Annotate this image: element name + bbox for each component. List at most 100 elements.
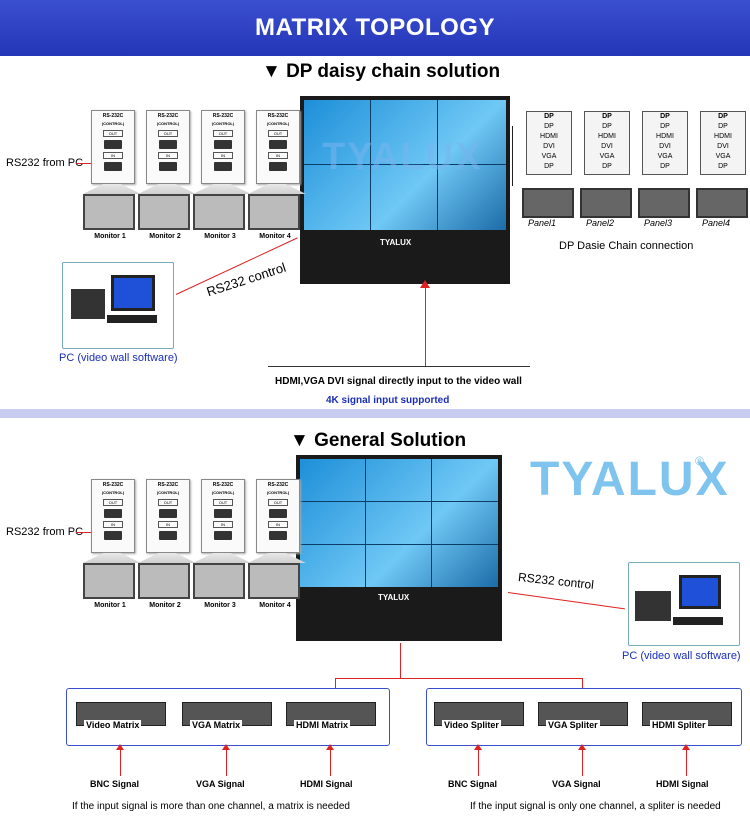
monitor-screen [83, 563, 135, 599]
monitor-label: Monitor 2 [149, 602, 181, 609]
rs232-port-icon [104, 531, 122, 540]
wall-brand: TYALUX [380, 238, 412, 247]
pc-monitor-icon [111, 275, 155, 311]
matrix-feed-line [335, 678, 336, 688]
signal-label: VGA Signal [196, 779, 245, 789]
rs232-out-label: OUT [103, 499, 123, 506]
rs232-port-icon [159, 531, 177, 540]
rs232-port-icon [159, 509, 177, 518]
signal-label: HDMI Signal [300, 779, 353, 789]
rs232-box-sub: (CONTROL) [266, 490, 290, 495]
dp-box-label: HDMI [540, 133, 558, 140]
device-label: VGA Matrix [190, 720, 243, 730]
panel-label: Panel4 [702, 218, 731, 228]
rs232-out-label: OUT [158, 499, 178, 506]
rs232-box-title: RS-232C [102, 482, 124, 488]
pc-tower-icon [635, 591, 671, 621]
dp-box-label: DVI [543, 143, 555, 150]
dp-box-label: VGA [599, 153, 615, 160]
dp-box-label: DP [544, 163, 554, 170]
bezel [365, 459, 366, 587]
monitor-label: Monitor 2 [149, 233, 181, 240]
rs232-out-label: OUT [213, 499, 233, 506]
signal-underline [268, 366, 530, 367]
signal-beam [138, 184, 196, 194]
signal-line [120, 748, 121, 776]
rs232-box-title: RS-232C [157, 113, 179, 119]
rs232-port-icon [214, 162, 232, 171]
signal-beam [83, 184, 141, 194]
arrow-head-icon [222, 744, 230, 750]
dp-box-label: DP [544, 123, 554, 130]
bezel [437, 100, 438, 230]
rs232-port-icon [159, 140, 177, 149]
signal-line [226, 748, 227, 776]
signal-label: HDMI Signal [656, 779, 709, 789]
rs232-box-title: RS-232C [102, 113, 124, 119]
rs232-box-title: RS-232C [157, 482, 179, 488]
dp-box-label: DP [718, 113, 728, 120]
rs232-port-icon [159, 162, 177, 171]
rs232-in-label: IN [268, 152, 288, 159]
dp-box-label: DP [602, 163, 612, 170]
section1-rs232-from-pc: RS232 from PC [6, 157, 84, 169]
rs232-box-title: RS-232C [267, 113, 289, 119]
k4-caption: 4K signal input supported [326, 395, 450, 406]
device-label: Video Matrix [84, 720, 142, 730]
panel-label: Panel1 [528, 218, 557, 228]
dp-box-label: DP [718, 123, 728, 130]
bezel [300, 501, 498, 502]
signal-beam [193, 553, 251, 563]
signal-label: VGA Signal [552, 779, 601, 789]
header-banner [0, 0, 750, 56]
dp-box-label: DP [660, 113, 670, 120]
rs232-box-sub: (CONTROL) [156, 121, 180, 126]
panel-label: Panel2 [586, 218, 615, 228]
rs232-control-line [507, 592, 625, 610]
arrow-head-icon [578, 744, 586, 750]
section1-pc-box [62, 262, 174, 349]
rs232-out-label: OUT [268, 130, 288, 137]
monitor-label: Monitor 4 [259, 602, 291, 609]
dp-box-label: HDMI [598, 133, 616, 140]
signal-line [330, 748, 331, 776]
dp-box-label: DP [602, 113, 612, 120]
rs232-port-icon [214, 140, 232, 149]
rs232-port-icon [214, 509, 232, 518]
arrow-head-icon [420, 280, 430, 288]
rs232-in-label: IN [213, 521, 233, 528]
section1-title: ▼ DP daisy chain solution [262, 61, 501, 82]
device-label: HDMI Matrix [294, 720, 351, 730]
rs232-out-label: OUT [158, 130, 178, 137]
video-wall-screen [300, 459, 498, 587]
signal-line [478, 748, 479, 776]
rs232-box-title: RS-232C [267, 482, 289, 488]
monitor-screen [138, 563, 190, 599]
keyboard-icon [107, 315, 157, 323]
rs232-port-icon [214, 531, 232, 540]
panel-screen [696, 188, 748, 218]
rs232-box-sub: (CONTROL) [266, 121, 290, 126]
dp-box-label: VGA [657, 153, 673, 160]
arrow-head-icon [682, 744, 690, 750]
panel-label: Panel3 [644, 218, 673, 228]
keyboard-icon [673, 617, 723, 625]
rs232-in-label: IN [103, 152, 123, 159]
brand-logo: TYALUX [530, 453, 730, 506]
dp-box-label: DVI [659, 143, 671, 150]
pc-tower-icon [71, 289, 105, 319]
device-label: Video Spliter [442, 720, 501, 730]
section2-pc-box [628, 562, 740, 646]
pc-monitor-icon [679, 575, 721, 609]
device-label: VGA Spliter [546, 720, 600, 730]
section1-pc-label: PC (video wall software) [59, 352, 178, 364]
dp-box-label: DP [660, 163, 670, 170]
signal-beam [193, 184, 251, 194]
rs232-control-box: RS-232C (CONTROL) OUT IN [256, 110, 300, 184]
bezel [300, 544, 498, 545]
panel-screen [580, 188, 632, 218]
dp-box-label: DP [660, 123, 670, 130]
